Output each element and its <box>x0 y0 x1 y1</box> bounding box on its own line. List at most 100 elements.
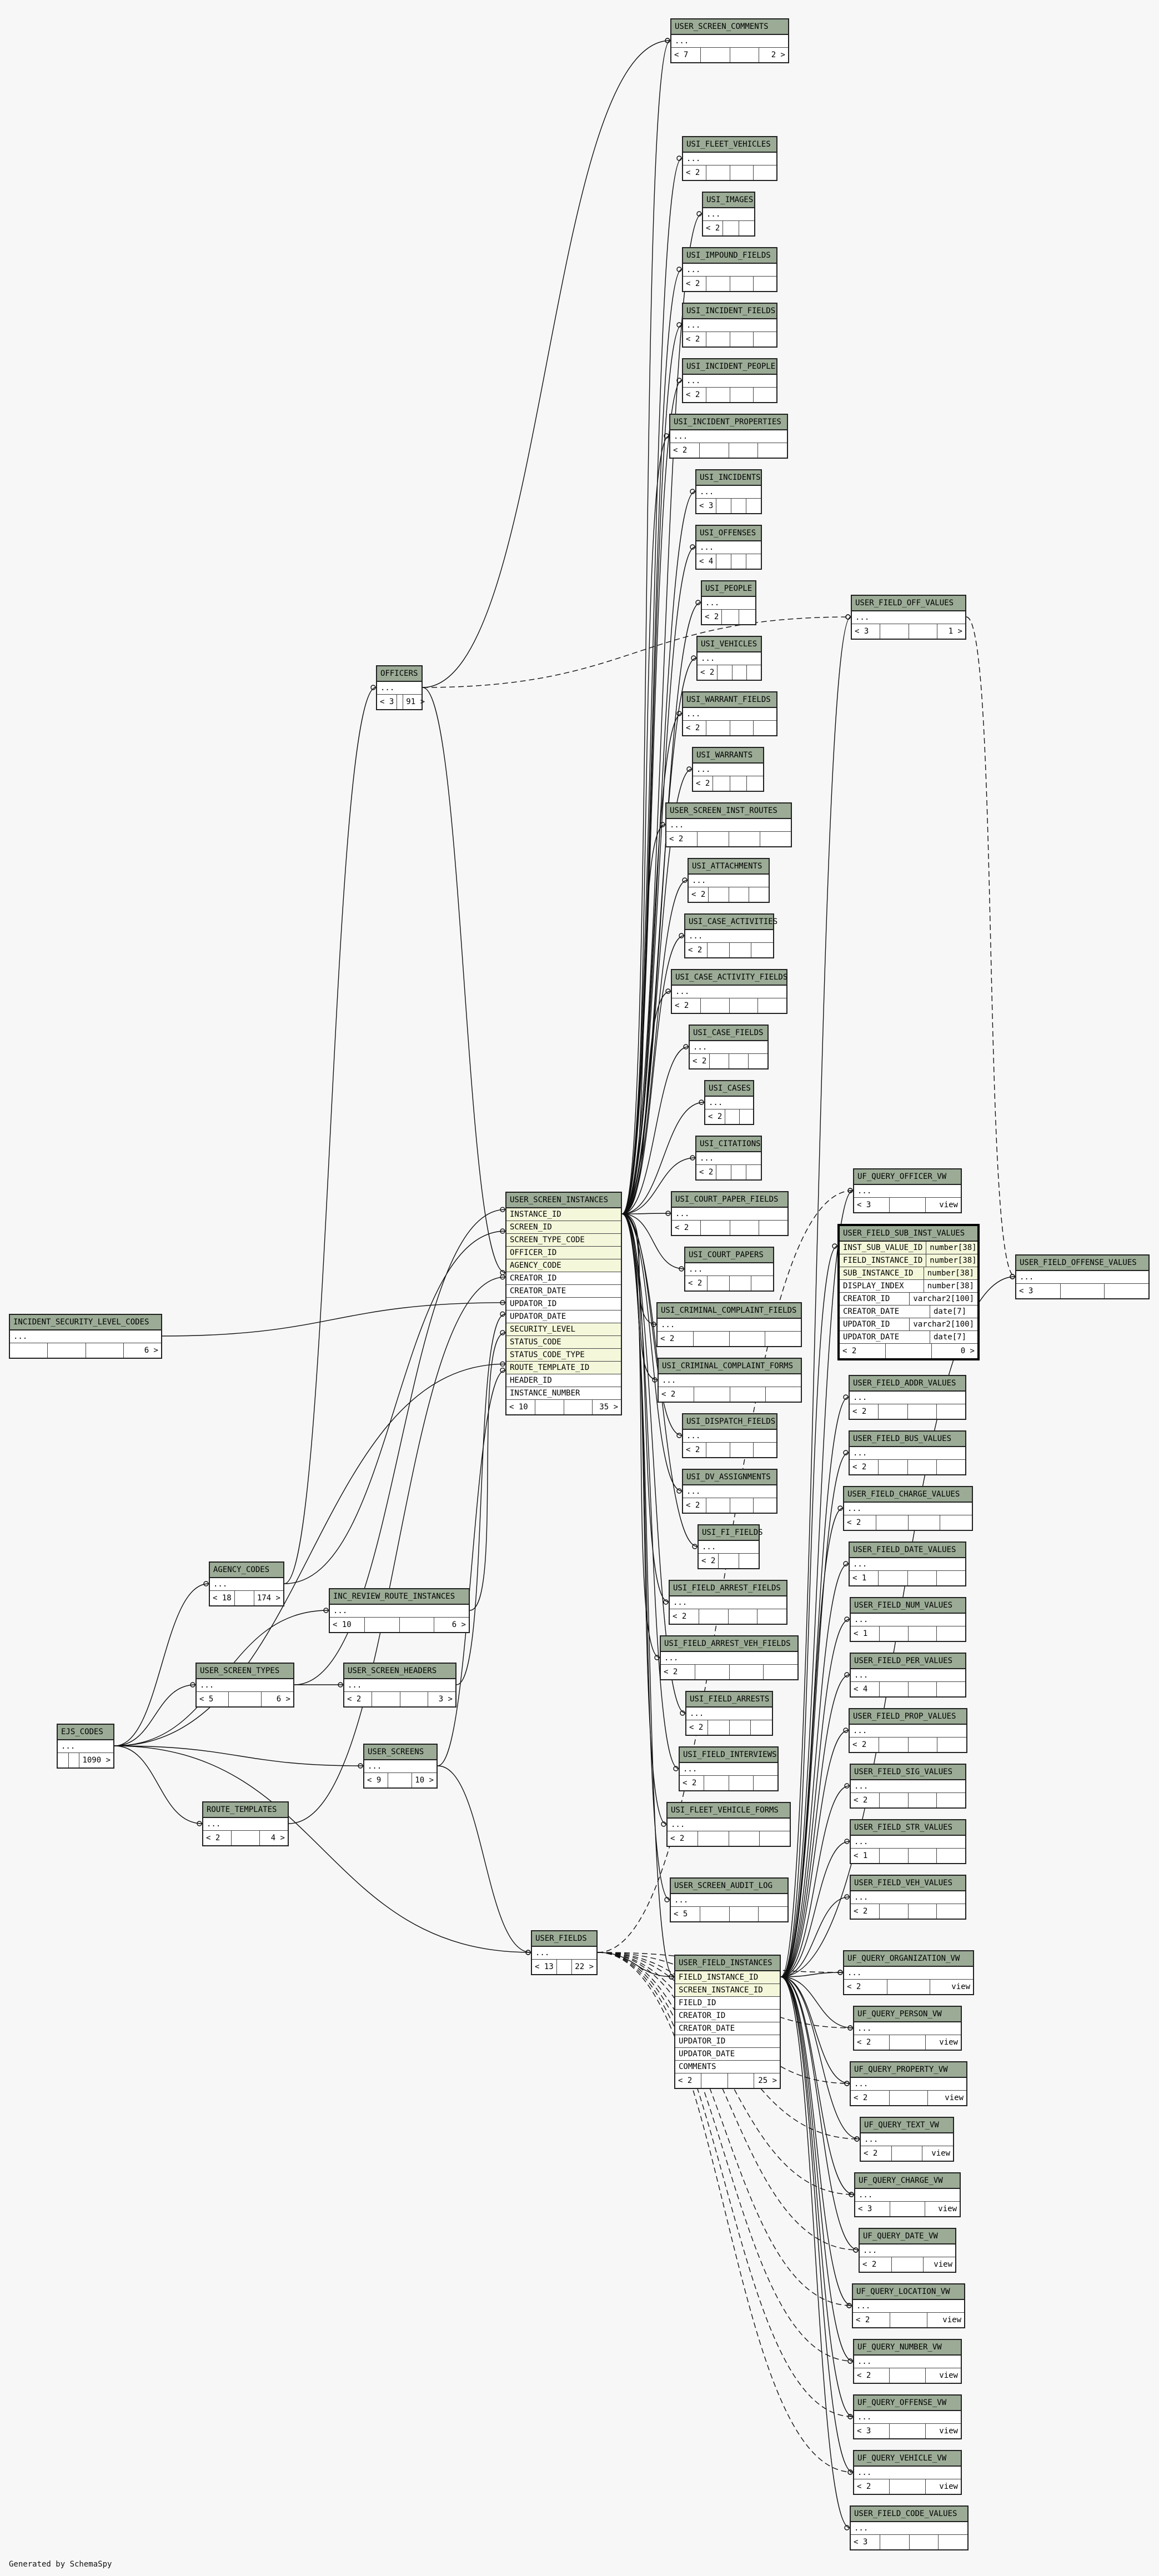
table-usi-court-paper-fields[interactable]: USI_COURT_PAPER_FIELDS...< 2 <box>671 1191 789 1236</box>
table-user-screen-inst-routes[interactable]: USER_SCREEN_INST_ROUTES...< 2 <box>665 802 792 847</box>
table-usi-incidents[interactable]: USI_INCIDENTS...< 3 <box>695 469 762 514</box>
table-name[interactable]: UF_QUERY_LOCATION_VW <box>853 2284 964 2300</box>
table-usi-warrants[interactable]: USI_WARRANTS...< 2 <box>692 747 764 792</box>
table-user-field-addr-values[interactable]: USER_FIELD_ADDR_VALUES...< 2 <box>849 1375 966 1420</box>
table-name[interactable]: USI_FIELD_ARRESTS <box>686 1692 772 1708</box>
table-usi-criminal-complaint-forms[interactable]: USI_CRIMINAL_COMPLAINT_FORMS...< 2 <box>658 1358 802 1403</box>
table-usi-dispatch-fields[interactable]: USI_DISPATCH_FIELDS...< 2 <box>682 1413 777 1458</box>
table-name[interactable]: UF_QUERY_DATE_VW <box>860 2229 955 2244</box>
table-name[interactable]: USI_COURT_PAPER_FIELDS <box>672 1192 787 1208</box>
table-name[interactable]: USI_FIELD_ARREST_VEH_FIELDS <box>661 1636 797 1652</box>
table-user-field-veh-values[interactable]: USER_FIELD_VEH_VALUES...< 2 <box>850 1875 966 1920</box>
table-name[interactable]: USER_FIELD_NUM_VALUES <box>851 1598 965 1614</box>
table-name[interactable]: USI_FIELD_INTERVIEWS <box>680 1748 777 1763</box>
table-name[interactable]: USER_FIELD_CHARGE_VALUES <box>844 1487 972 1503</box>
table-user-field-sig-values[interactable]: USER_FIELD_SIG_VALUES...< 2 <box>850 1764 966 1809</box>
table-name[interactable]: UF_QUERY_VEHICLE_VW <box>854 2451 961 2467</box>
table-name[interactable]: USI_INCIDENT_PEOPLE <box>683 359 776 375</box>
table-name[interactable]: USER_FIELD_ADDR_VALUES <box>850 1376 965 1392</box>
table-user-field-str-values[interactable]: USER_FIELD_STR_VALUES...< 1 <box>850 1819 966 1864</box>
table-name[interactable]: USI_CASE_ACTIVITIES <box>685 915 777 930</box>
table-user-field-offense-values[interactable]: USER_FIELD_OFFENSE_VALUES...< 3 <box>1015 1254 1150 1299</box>
table-name[interactable]: USI_CASES <box>705 1081 753 1097</box>
table-user-field-num-values[interactable]: USER_FIELD_NUM_VALUES...< 1 <box>850 1597 966 1642</box>
table-name[interactable]: USER_FIELD_SIG_VALUES <box>851 1765 965 1780</box>
table-name[interactable]: USI_ATTACHMENTS <box>689 859 769 875</box>
table-name[interactable]: USI_FIELD_ARREST_FIELDS <box>670 1581 786 1596</box>
table-usi-field-arrest-fields[interactable]: USI_FIELD_ARREST_FIELDS...< 2 <box>669 1580 787 1625</box>
table-name[interactable]: USI_COURT_PAPERS <box>685 1248 773 1263</box>
table-usi-citations[interactable]: USI_CITATIONS...< 2 <box>695 1136 762 1181</box>
table-name[interactable]: USER_SCREEN_TYPES <box>197 1664 293 1679</box>
table-usi-case-activity-fields[interactable]: USI_CASE_ACTIVITY_FIELDS...< 2 <box>671 969 787 1014</box>
table-usi-dv-assignments[interactable]: USI_DV_ASSIGNMENTS...< 2 <box>682 1469 777 1514</box>
table-usi-field-interviews[interactable]: USI_FIELD_INTERVIEWS...< 2 <box>679 1746 779 1791</box>
table-name[interactable]: USI_DISPATCH_FIELDS <box>683 1414 776 1430</box>
table-name[interactable]: USI_DV_ASSIGNMENTS <box>683 1470 776 1485</box>
table-usi-court-papers[interactable]: USI_COURT_PAPERS...< 2 <box>684 1247 774 1292</box>
table-name[interactable]: USI_IMPOUND_FIELDS <box>683 248 776 264</box>
table-name[interactable]: INCIDENT_SECURITY_LEVEL_CODES <box>10 1315 161 1330</box>
table-name[interactable]: USER_SCREEN_INST_ROUTES <box>666 804 791 819</box>
table-name[interactable]: USI_FLEET_VEHICLE_FORMS <box>668 1803 790 1819</box>
table-usi-incident-properties[interactable]: USI_INCIDENT_PROPERTIES...< 2 <box>669 414 788 459</box>
table-name[interactable]: USER_FIELDS <box>532 1931 596 1947</box>
table-name[interactable]: ROUTE_TEMPLATES <box>203 1802 288 1818</box>
table-user-field-prop-values[interactable]: USER_FIELD_PROP_VALUES...< 2 <box>849 1708 967 1753</box>
table-name[interactable]: USI_IMAGES <box>703 193 754 208</box>
table-name[interactable]: UF_QUERY_OFFENSE_VW <box>854 2396 961 2411</box>
table-name[interactable]: USI_CASE_ACTIVITY_FIELDS <box>672 970 787 986</box>
table-name[interactable]: USER_FIELD_OFFENSE_VALUES <box>1016 1256 1148 1271</box>
table-user-screen-audit-log[interactable]: USER_SCREEN_AUDIT_LOG...< 5 <box>670 1877 789 1922</box>
table-usi-case-fields[interactable]: USI_CASE_FIELDS...< 2 <box>689 1025 769 1069</box>
table-name[interactable]: OFFICERS <box>377 666 422 682</box>
table-name[interactable]: UF_QUERY_TEXT_VW <box>861 2118 953 2133</box>
table-name[interactable]: USER_FIELD_BUS_VALUES <box>850 1432 965 1447</box>
table-name[interactable]: USER_FIELD_DATE_VALUES <box>850 1543 965 1558</box>
table-usi-incident-people[interactable]: USI_INCIDENT_PEOPLE...< 2 <box>682 358 777 403</box>
table-name[interactable]: USER_SCREEN_AUDIT_LOG <box>671 1879 787 1894</box>
table-name[interactable]: USER_FIELD_PROP_VALUES <box>850 1709 966 1725</box>
table-name[interactable]: USI_VEHICLES <box>698 637 761 652</box>
table-name[interactable]: USI_INCIDENT_PROPERTIES <box>670 415 787 430</box>
table-usi-fleet-vehicle-forms[interactable]: USI_FLEET_VEHICLE_FORMS...< 2 <box>666 1802 791 1847</box>
table-name[interactable]: USER_SCREEN_COMMENTS <box>671 19 788 35</box>
table-name[interactable]: USER_FIELD_INSTANCES <box>675 1956 780 1971</box>
table-usi-attachments[interactable]: USI_ATTACHMENTS...< 2 <box>688 858 770 903</box>
table-name[interactable]: USI_PEOPLE <box>702 581 755 597</box>
table-name[interactable]: USER_FIELD_SUB_INST_VALUES <box>840 1226 977 1242</box>
table-incident-security-level-codes[interactable]: INCIDENT_SECURITY_LEVEL_CODES...6 > <box>9 1314 162 1359</box>
table-usi-field-arrest-veh-fields[interactable]: USI_FIELD_ARREST_VEH_FIELDS...< 2 <box>660 1635 799 1680</box>
table-user-field-charge-values[interactable]: USER_FIELD_CHARGE_VALUES...< 2 <box>843 1486 973 1531</box>
table-name[interactable]: USER_FIELD_CODE_VALUES <box>851 2507 967 2522</box>
table-name[interactable]: UF_QUERY_PROPERTY_VW <box>851 2062 966 2078</box>
table-ejs-codes[interactable]: EJS_CODES...1090 > <box>57 1724 114 1769</box>
table-name[interactable]: USER_FIELD_PER_VALUES <box>851 1654 965 1669</box>
table-usi-vehicles[interactable]: USI_VEHICLES...< 2 <box>696 636 762 681</box>
table-name[interactable]: USER_FIELD_OFF_VALUES <box>852 596 965 611</box>
table-name[interactable]: USER_SCREENS <box>364 1745 436 1760</box>
table-name[interactable]: USI_CASE_FIELDS <box>690 1026 767 1041</box>
table-name[interactable]: USI_INCIDENT_FIELDS <box>683 304 776 319</box>
table-usi-fi-fields[interactable]: USI_FI_FIELDS...< 2 <box>698 1524 763 1569</box>
table-usi-incident-fields[interactable]: USI_INCIDENT_FIELDS...< 2 <box>682 303 777 348</box>
table-name[interactable]: USER_SCREEN_INSTANCES <box>506 1193 621 1208</box>
table-user-field-code-values[interactable]: USER_FIELD_CODE_VALUES...< 3 <box>850 2505 969 2550</box>
table-usi-criminal-complaint-fields[interactable]: USI_CRIMINAL_COMPLAINT_FIELDS...< 2 <box>656 1302 802 1347</box>
table-user-field-per-values[interactable]: USER_FIELD_PER_VALUES...< 4 <box>850 1653 966 1698</box>
